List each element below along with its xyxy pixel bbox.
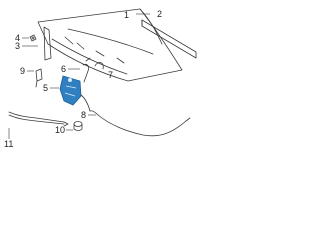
callout-3: 3 xyxy=(15,41,20,51)
grommet xyxy=(73,121,83,131)
callout-8: 8 xyxy=(81,110,86,120)
callout-4: 4 xyxy=(15,33,20,43)
callout-6: 6 xyxy=(61,64,66,74)
bracket xyxy=(29,34,37,42)
latch-cable xyxy=(80,94,91,112)
prop-rod xyxy=(8,111,69,127)
hood-latch-parts-diagram: 1 2 3 4 5 6 7 8 9 10 11 xyxy=(4,8,197,147)
callout-1: 1 xyxy=(124,10,129,20)
insulator-pad xyxy=(141,19,197,59)
callout-10: 10 xyxy=(55,125,65,135)
release-rod xyxy=(82,57,91,83)
striker xyxy=(94,62,104,70)
hood-panel xyxy=(37,8,183,82)
clip xyxy=(35,68,43,88)
hood-seal xyxy=(43,26,52,61)
callout-9: 9 xyxy=(20,66,25,76)
callout-5: 5 xyxy=(43,83,48,93)
hood-latch xyxy=(59,75,82,106)
callout-2: 2 xyxy=(157,9,162,19)
callout-7: 7 xyxy=(108,70,113,80)
callout-11: 11 xyxy=(4,139,13,147)
release-cable xyxy=(89,110,191,137)
